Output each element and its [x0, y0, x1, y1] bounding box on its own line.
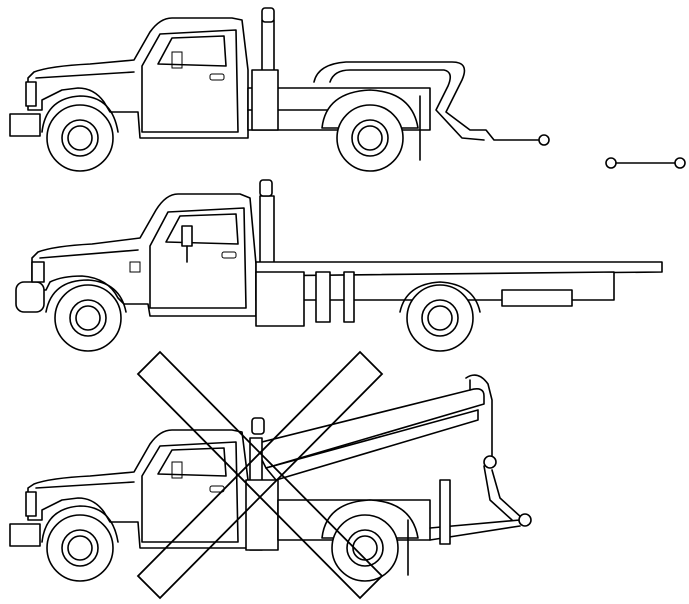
- truck1-headlight: [25, 81, 37, 107]
- truck3-headlight: [25, 491, 37, 517]
- truck1-lift-arm: [313, 61, 539, 141]
- prohibited-x-mark: [136, 350, 384, 600]
- truck2-mast: [259, 195, 275, 267]
- truck1-rear-wheel: [336, 104, 404, 172]
- lift-bar-end-left: [605, 157, 617, 169]
- truck3-sling: [491, 469, 523, 519]
- truck1-front-wheel: [46, 104, 114, 172]
- truck2-headlight: [31, 261, 45, 283]
- truck2-window: [165, 213, 239, 245]
- truck3-beacon: [251, 417, 265, 435]
- truck1-window: [157, 35, 227, 67]
- truck3-door: [141, 441, 239, 543]
- truck2-door-handle: [221, 251, 237, 259]
- x-mark-band-2: [136, 350, 384, 600]
- truck3-mirror: [171, 461, 183, 479]
- truck3-body: [27, 429, 249, 549]
- truck2-front-wheel: [54, 284, 122, 352]
- truck2-door: [149, 207, 247, 309]
- truck3-sling-joint: [483, 455, 497, 469]
- truck2-mirror: [181, 225, 193, 247]
- truck1-body: [27, 17, 249, 139]
- flatbed-tow-truck: [15, 179, 663, 352]
- truck1-bumper: [9, 113, 41, 137]
- lift-bar-end-right: [674, 157, 686, 169]
- truck1-door-handle: [209, 73, 225, 81]
- truck1-beacon: [261, 7, 275, 23]
- truck2-rear-wheel: [406, 284, 474, 352]
- truck3-rear-wheel: [331, 514, 399, 582]
- x-mark-band-1: [136, 350, 384, 600]
- truck1-door: [141, 29, 239, 133]
- truck2-bumper: [15, 281, 45, 313]
- truck3-front-wheel: [46, 514, 114, 582]
- sling-type-tow-truck: [9, 374, 532, 582]
- truck1-lift-end: [538, 134, 550, 146]
- truck3-window: [157, 447, 227, 477]
- truck3-boom: [253, 388, 485, 469]
- wheel-lift-tow-truck: [9, 7, 686, 172]
- truck2-beacon: [259, 179, 273, 197]
- truck3-sling-hook: [518, 513, 532, 527]
- truck2-toolbox: [501, 289, 573, 307]
- truck3-bumper: [9, 523, 41, 547]
- truck1-mirror: [171, 51, 183, 69]
